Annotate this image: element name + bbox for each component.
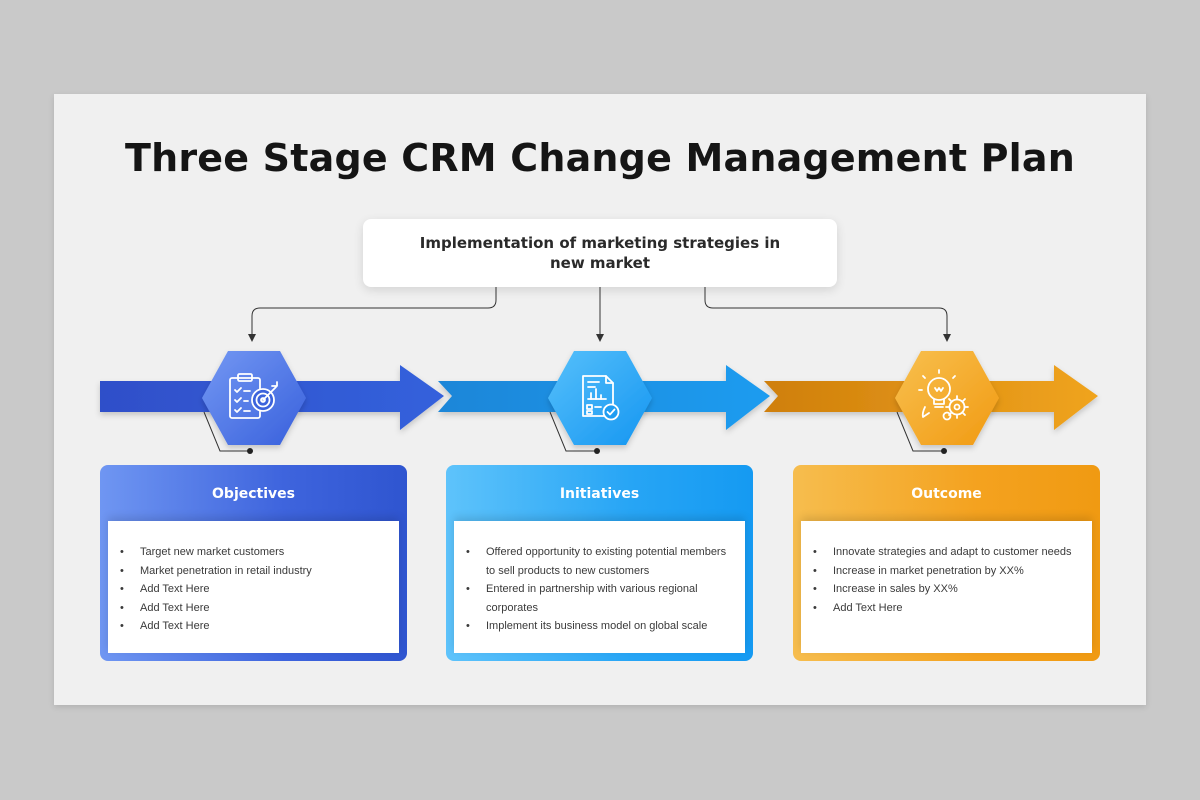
connector-lines [248,287,951,342]
stage-heading: Initiatives [559,486,640,502]
list-item: Increase in sales by XX% [813,580,1092,599]
list-item: Entered in partnership with various regi… [466,580,745,617]
list-item: Innovate strategies and adapt to custome… [813,543,1092,562]
hexagon-outcome [895,351,999,445]
stage-body: Offered opportunity to existing potentia… [454,521,745,653]
list-item: Target new market customers [120,543,399,562]
list-item: Add Text Here [120,599,399,618]
stage-card-outcome: Outcome Innovate strategies and adapt to… [793,465,1100,661]
stage-heading: Objectives [212,486,295,502]
list-item: Implement its business model on global s… [466,617,745,636]
clipboard-target-icon [229,373,278,419]
stage-bullet-list: Offered opportunity to existing potentia… [454,521,745,636]
stage-card-objectives: Objectives Target new market customers M… [100,465,407,661]
flow-graphic [100,287,1098,454]
slide-title: Three Stage CRM Change Management Plan [124,136,1075,180]
hexagon-initiatives [548,351,652,445]
stage-bullet-list: Innovate strategies and adapt to custome… [801,521,1092,617]
stage-card-initiatives: Initiatives Offered opportunity to exist… [446,465,753,661]
goal-text: Implementation of marketing strategies i… [419,234,781,272]
list-item: Offered opportunity to existing potentia… [466,543,745,580]
lightbulb-gear-icon [918,369,969,421]
list-item: Add Text Here [813,599,1092,618]
stage-body: Innovate strategies and adapt to custome… [801,521,1092,653]
document-check-icon [582,375,620,421]
list-item: Market penetration in retail industry [120,562,399,581]
list-item: Add Text Here [120,617,399,636]
list-item: Increase in market penetration by XX% [813,562,1092,581]
list-item: Add Text Here [120,580,399,599]
goal-box: Implementation of marketing strategies i… [363,219,837,287]
slide: Three Stage CRM Change Management Plan I… [54,94,1146,705]
stage-bullet-list: Target new market customers Market penet… [108,521,399,636]
stage-heading: Outcome [911,486,982,502]
stage-body: Target new market customers Market penet… [108,521,399,653]
hex-pointers [203,411,944,452]
